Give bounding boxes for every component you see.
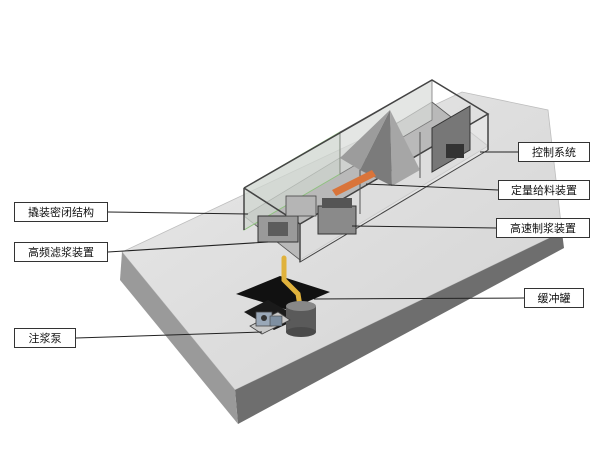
feeder-belt [332, 170, 376, 196]
label-high-speed-mixer: 高速制浆装置 [496, 218, 590, 238]
ground-slab-front [120, 252, 238, 424]
leader-high-freq-filter [107, 241, 269, 253]
label-sealed-structure: 撬装密闭结构 [14, 202, 108, 222]
mixer-motor [322, 198, 352, 208]
skid-container [243, 79, 490, 263]
slurry-pipe [281, 255, 303, 309]
label-quantitative-feeder: 定量给料装置 [498, 180, 590, 200]
leader-buffer-tank [313, 297, 525, 300]
pipe-manifold [285, 195, 317, 217]
label-grout-pump: 注浆泵 [14, 328, 76, 348]
hopper-right-face [390, 110, 420, 186]
ground-slab-right-side [235, 232, 564, 424]
label-high-freq-filter: 高频滤浆装置 [14, 242, 108, 262]
leader-quantitative-feeder [365, 183, 499, 191]
label-control-system: 控制系统 [518, 142, 590, 162]
hopper-back-face [340, 110, 390, 170]
leader-sealed-structure [107, 211, 249, 215]
leader-lines [75, 151, 525, 339]
leader-high-speed-mixer [351, 225, 497, 229]
grout-pump [249, 311, 291, 335]
filter-screen [268, 222, 288, 236]
mixer-tank [317, 205, 357, 235]
control-panel [446, 144, 464, 158]
label-buffer-tank: 缓冲罐 [524, 288, 584, 308]
hopper-left-face [360, 110, 392, 186]
leader-grout-pump [75, 331, 263, 339]
buffer-tank [286, 301, 316, 337]
